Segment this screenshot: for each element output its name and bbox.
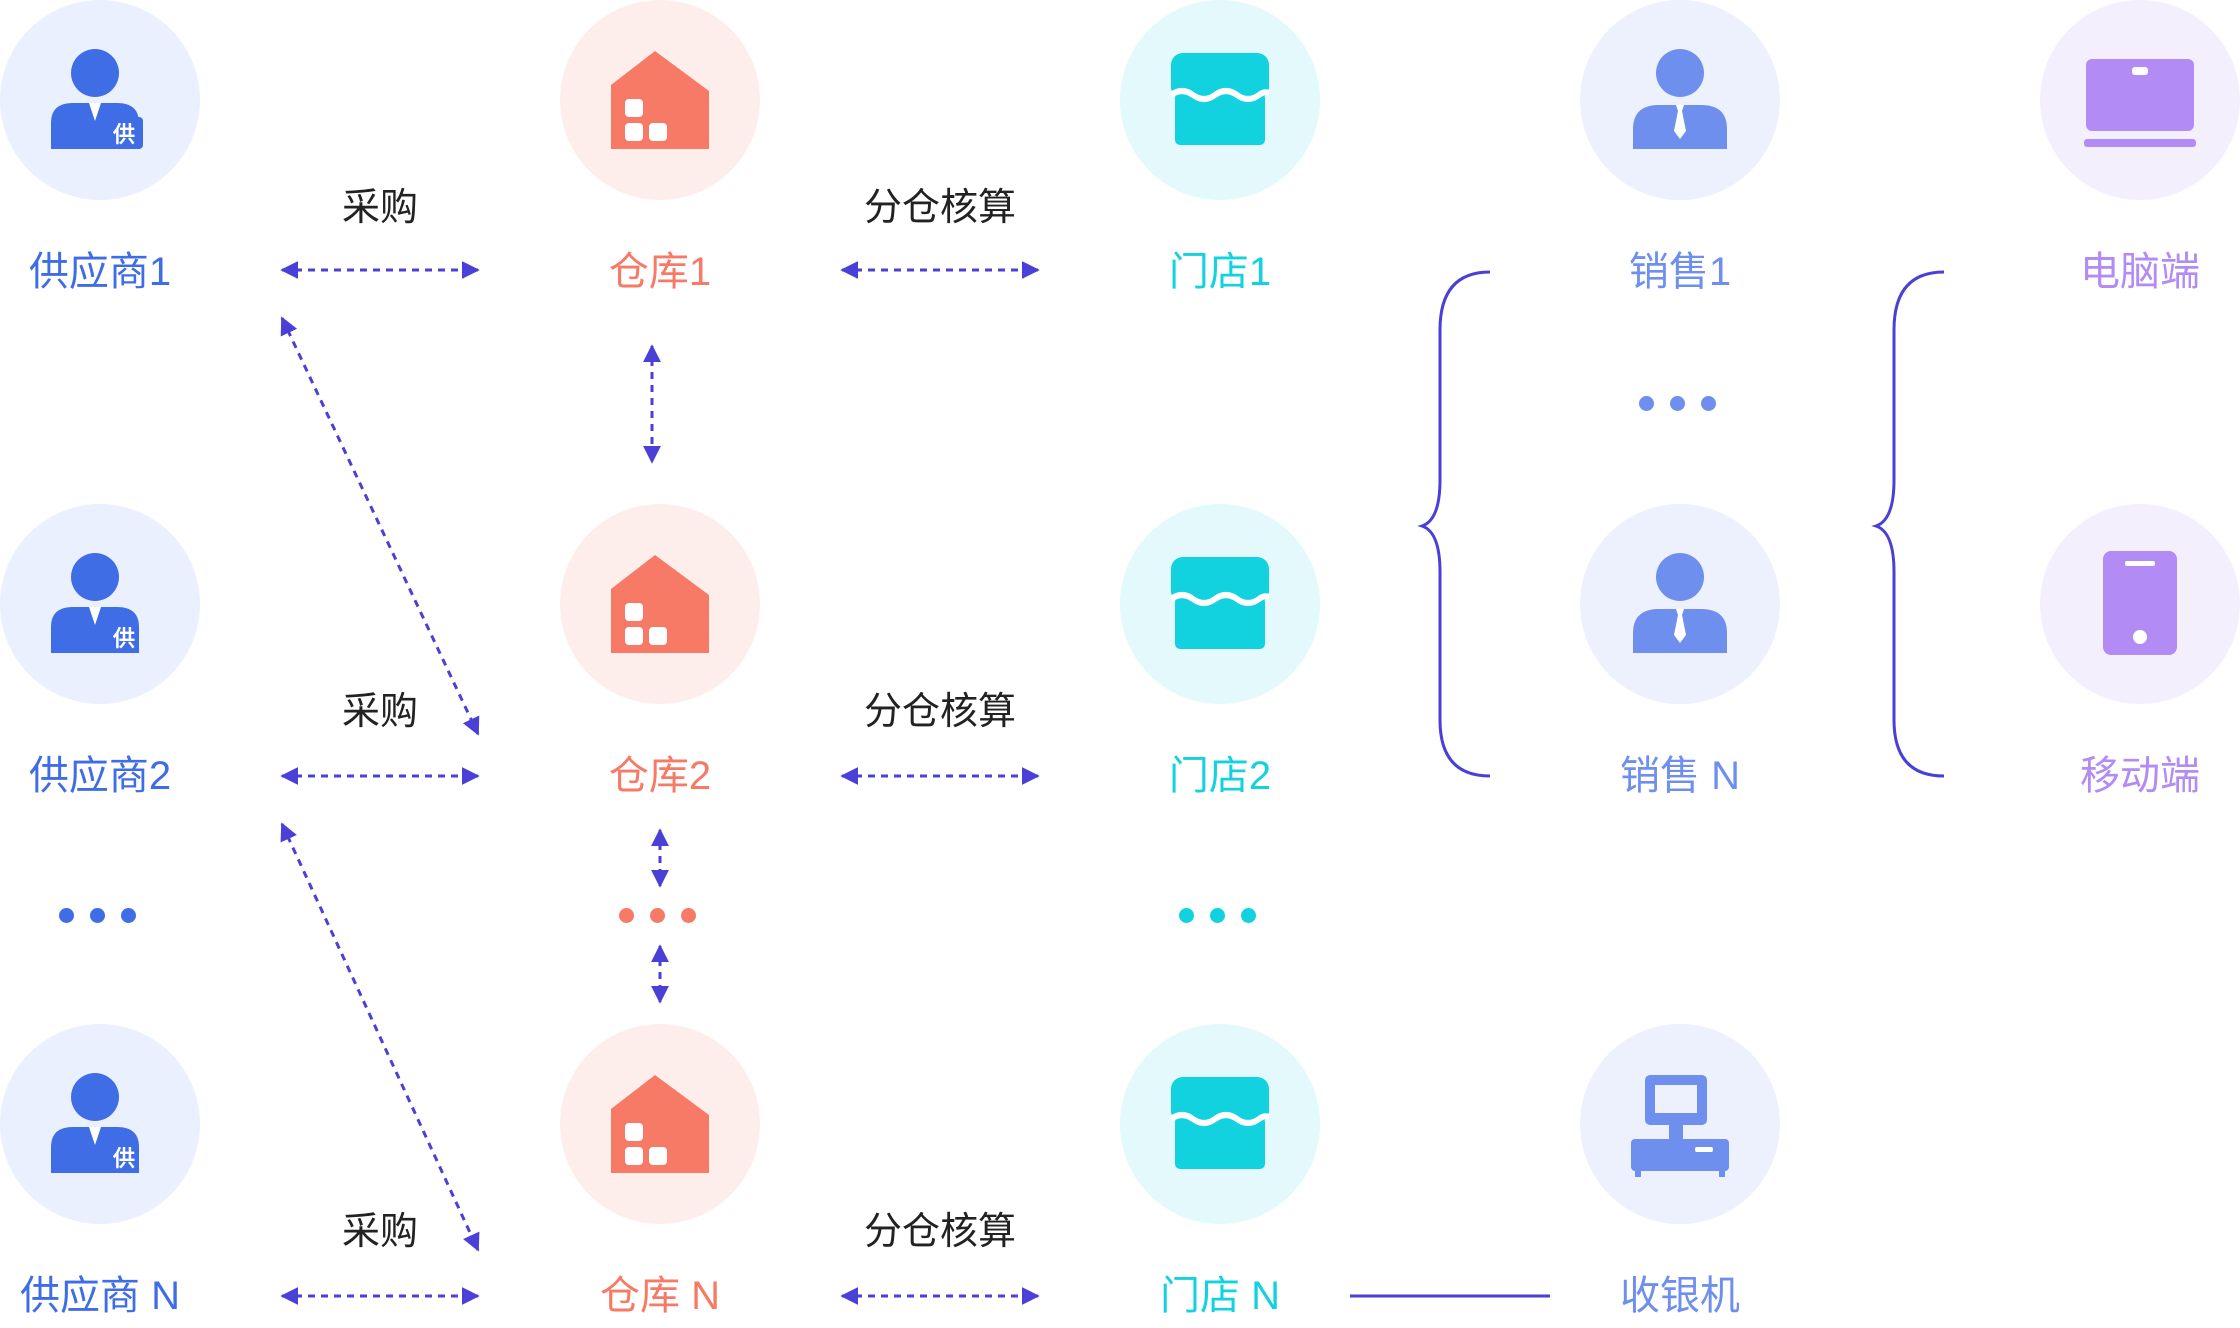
supplier-label-2: 供应商2 [28, 754, 172, 798]
warehouse-node-1 [560, 0, 760, 200]
warehouse-label-n: 仓库 N [600, 1274, 720, 1318]
purchase-label-1: 采购 [341, 187, 418, 229]
store-icon [1169, 53, 1271, 145]
purchase-label-2: 采购 [341, 691, 418, 733]
device-node-pc [2040, 0, 2240, 200]
store-ellipsis [1179, 908, 1256, 923]
supplier-person-icon: 供 [51, 49, 143, 149]
pos-node [1580, 1024, 1780, 1224]
purchase-diagonal-1 [280, 316, 480, 736]
supplier-label-1: 供应商1 [28, 250, 172, 294]
store-label-n: 门店 N [1160, 1274, 1280, 1318]
warehouse-ellipsis [619, 908, 696, 923]
sales-brace [1417, 270, 1491, 778]
store-label-2: 门店2 [1168, 754, 1272, 798]
warehouse-icon [611, 1075, 709, 1173]
warehouse-node-2 [560, 504, 760, 704]
laptop-icon [2084, 59, 2196, 147]
warehouse-label-2: 仓库2 [608, 754, 712, 798]
store-node-1 [1120, 0, 1320, 200]
mobile-phone-icon [2103, 551, 2177, 655]
supplier-node-1: 供 [0, 0, 200, 200]
store-icon [1169, 1077, 1271, 1169]
sales-label-n: 销售 N [1620, 754, 1740, 798]
supplier-badge: 供 [112, 122, 135, 148]
salesperson-icon [1633, 553, 1727, 653]
supplier-label-n: 供应商 N [20, 1274, 180, 1318]
supplier-node-n: 供 [0, 1024, 200, 1224]
warehouse-icon [611, 51, 709, 149]
supplier-ellipsis [59, 908, 136, 923]
cash-register-icon [1631, 1075, 1729, 1177]
device-label-mobile: 移动端 [2080, 754, 2200, 798]
warehouse-label-1: 仓库1 [608, 250, 712, 294]
accounting-label-1: 分仓核算 [863, 187, 1016, 229]
supplier-node-2: 供 [0, 504, 200, 704]
store-label-1: 门店1 [1168, 250, 1272, 294]
supplier-person-icon: 供 [51, 1073, 139, 1173]
store-node-2 [1120, 504, 1320, 704]
device-brace [1871, 270, 1945, 778]
supplier-person-icon: 供 [51, 553, 139, 653]
sales-label-1: 销售1 [1628, 250, 1732, 294]
sales-node-n [1580, 504, 1780, 704]
purchase-diagonal-2 [280, 822, 480, 1252]
salesperson-icon [1633, 49, 1727, 149]
warehouse-icon [611, 555, 709, 653]
accounting-label-2: 分仓核算 [863, 691, 1016, 733]
warehouse-node-n [560, 1024, 760, 1224]
device-node-mobile [2040, 504, 2240, 704]
store-node-n [1120, 1024, 1320, 1224]
purchase-label-n: 采购 [341, 1211, 418, 1253]
device-label-pc: 电脑端 [2080, 250, 2200, 294]
supplier-badge: 供 [112, 626, 135, 652]
accounting-label-n: 分仓核算 [863, 1211, 1016, 1253]
sales-ellipsis [1639, 396, 1716, 411]
supplier-badge: 供 [112, 1146, 135, 1172]
sales-node-1 [1580, 0, 1780, 200]
store-icon [1169, 557, 1271, 649]
pos-label: 收银机 [1620, 1274, 1740, 1318]
